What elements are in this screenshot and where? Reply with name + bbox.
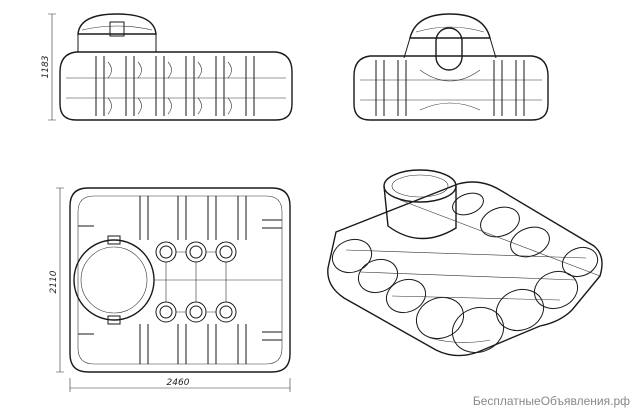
front-view	[48, 13, 293, 121]
watermark-text: БесплатныеОбъявления.рф	[472, 394, 630, 408]
side-view	[353, 13, 549, 121]
height-dimension-label: 1183	[41, 55, 51, 78]
top-view	[56, 187, 291, 392]
depth-dimension-label: 2110	[49, 270, 59, 293]
isometric-view	[327, 169, 603, 357]
width-dimension-label: 2460	[167, 378, 190, 388]
